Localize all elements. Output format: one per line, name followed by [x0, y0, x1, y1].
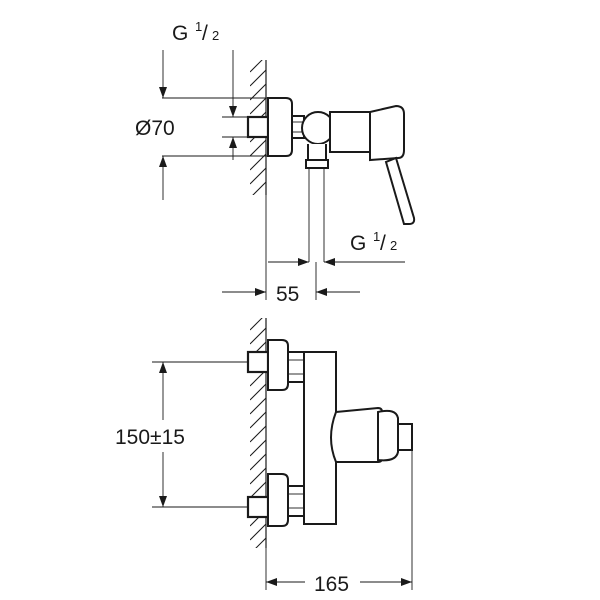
diameter-label: Ø70: [135, 117, 175, 140]
outlet-stub: [307, 144, 327, 161]
escutcheon-top: [267, 97, 293, 157]
side-elevation-view: G 1 / 2 Ø70 G 1 / 2: [135, 19, 416, 306]
dimension-diameter: Ø70: [135, 50, 268, 200]
dimension-thread-outlet: G 1 / 2: [268, 229, 405, 266]
thread-main-top: G: [172, 22, 188, 45]
svg-text:/: /: [202, 22, 208, 45]
lever-hub-side: [369, 104, 405, 162]
escutcheon-upper: [267, 339, 289, 391]
cartridge-cap: [377, 409, 399, 462]
wall-connector-upper: [246, 350, 270, 374]
thread-num-bottom: 1: [373, 229, 380, 244]
front-elevation-view: 150±15 165: [115, 318, 413, 596]
dimension-depth: 55: [222, 262, 360, 306]
spacing-label: 150±15: [115, 426, 185, 449]
outlet-nut: [305, 159, 329, 169]
wall-connector-lower: [246, 495, 270, 519]
dimension-projection: 165: [266, 450, 413, 596]
cartridge-housing: [330, 406, 383, 463]
nut-lower: [287, 485, 305, 517]
lever-stem: [397, 423, 413, 451]
mixer-body-side: [329, 111, 371, 153]
dimension-spacing: 150±15: [115, 361, 248, 508]
thread-den-bottom: 2: [390, 238, 397, 253]
escutcheon-lower: [267, 473, 289, 527]
wall-section-top: [250, 60, 267, 262]
wall-connector-top: [246, 115, 270, 139]
thread-main-bottom: G: [350, 232, 366, 255]
depth-label: 55: [276, 283, 299, 306]
thread-den-top: 2: [212, 28, 219, 43]
wall-hatching-bottom: [250, 318, 266, 548]
thread-num-top: 1: [195, 19, 202, 34]
nut-upper: [287, 351, 305, 383]
projection-label: 165: [314, 573, 349, 596]
lever-handle-side: [384, 156, 416, 225]
svg-text:/: /: [380, 232, 386, 255]
dimension-thread-top: G 1 / 2: [172, 19, 248, 160]
